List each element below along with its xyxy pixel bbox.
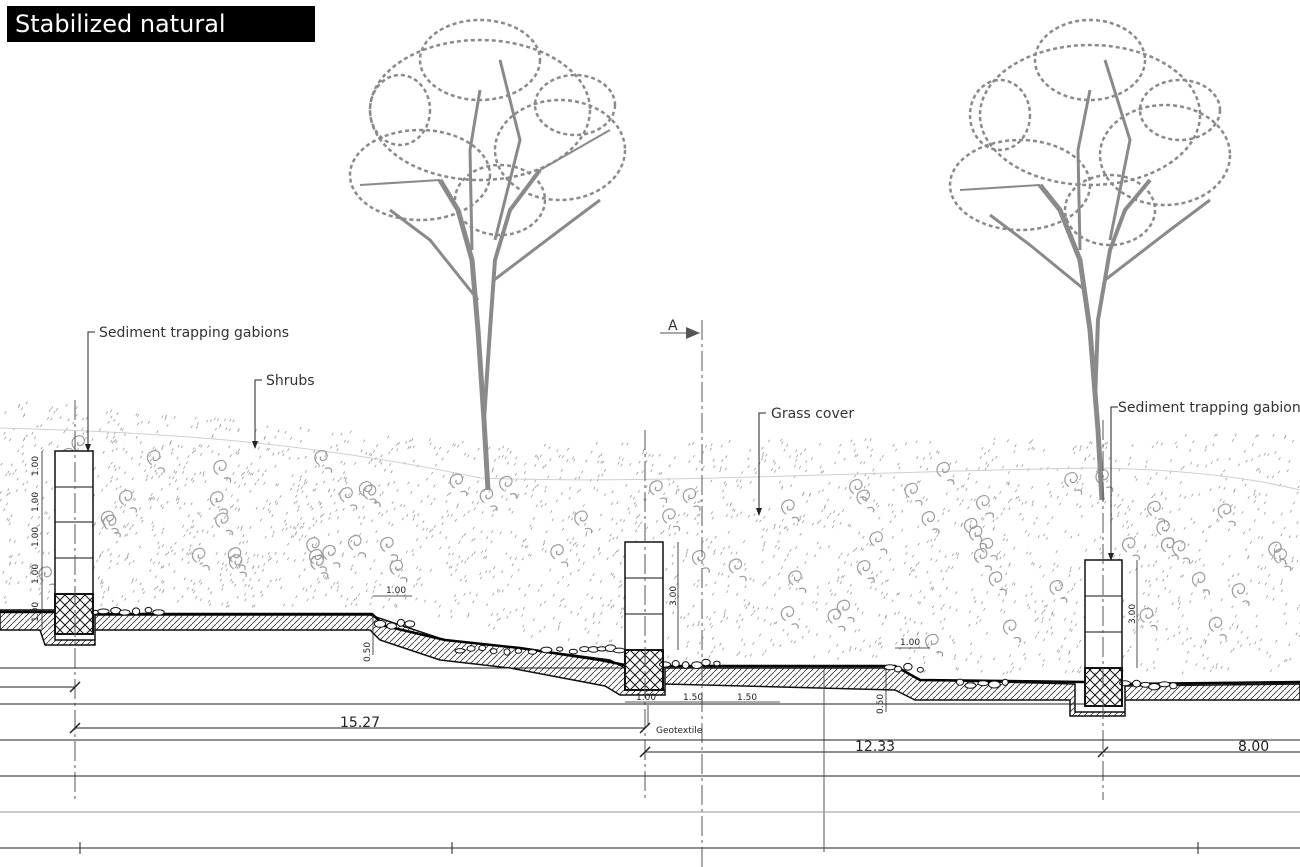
grid-axes bbox=[74, 320, 1104, 867]
tree-left bbox=[348, 18, 627, 491]
leader-arrows bbox=[85, 441, 1114, 561]
leaders bbox=[87, 331, 1118, 560]
dim-step2-h: 0.50 bbox=[876, 694, 886, 714]
tree-left-canopy bbox=[348, 18, 627, 237]
label-gabions-left: Sediment trapping gabions bbox=[99, 325, 289, 341]
step-1-dims bbox=[372, 595, 412, 655]
dim-g2-s1: 1.50 bbox=[683, 693, 703, 703]
label-gabions-right: Sediment trapping gabions bbox=[1118, 400, 1300, 416]
dim-span-3: 8.00 bbox=[1238, 739, 1269, 755]
dim-g1-a: 1.00 bbox=[31, 456, 41, 476]
label-shrubs: Shrubs bbox=[266, 373, 315, 389]
dim-span-1: 15.27 bbox=[340, 715, 380, 731]
dim-step1-h: 0.50 bbox=[363, 642, 373, 662]
geotextile-label: Geotextile bbox=[656, 726, 703, 736]
gabion-left bbox=[54, 450, 94, 635]
section-label: A bbox=[668, 318, 678, 334]
gabion-center-dims bbox=[625, 542, 780, 726]
dim-g2-s2: 1.50 bbox=[737, 693, 757, 703]
gabion-center bbox=[624, 541, 664, 691]
horizon-line bbox=[0, 427, 1300, 491]
ground-surface-line bbox=[0, 610, 1300, 686]
section-marker-a: A bbox=[660, 318, 700, 339]
dim-step2-w: 1.00 bbox=[900, 638, 920, 648]
dim-g1-e: 1.00 bbox=[31, 602, 41, 622]
dim-step1-w: 1.00 bbox=[386, 586, 406, 596]
reference-lines bbox=[0, 667, 1300, 854]
drawing-title: Stabilized natural channel bbox=[7, 6, 315, 74]
dim-g3-h: 3.00 bbox=[1128, 604, 1138, 624]
dim-g1-b: 1.00 bbox=[31, 492, 41, 512]
dim-g2-h: 3.00 bbox=[669, 586, 679, 606]
riprap-rocks bbox=[90, 606, 1178, 691]
dim-g2-w: 1.00 bbox=[636, 693, 656, 703]
tree-right bbox=[948, 18, 1232, 501]
tree-right-canopy bbox=[948, 18, 1232, 247]
step-2-dims bbox=[885, 647, 930, 712]
dim-g1-d: 1.00 bbox=[31, 564, 41, 584]
label-grass-cover: Grass cover bbox=[771, 406, 854, 422]
dim-span-2: 12.33 bbox=[855, 739, 895, 755]
dim-g1-c: 1.00 bbox=[31, 527, 41, 547]
